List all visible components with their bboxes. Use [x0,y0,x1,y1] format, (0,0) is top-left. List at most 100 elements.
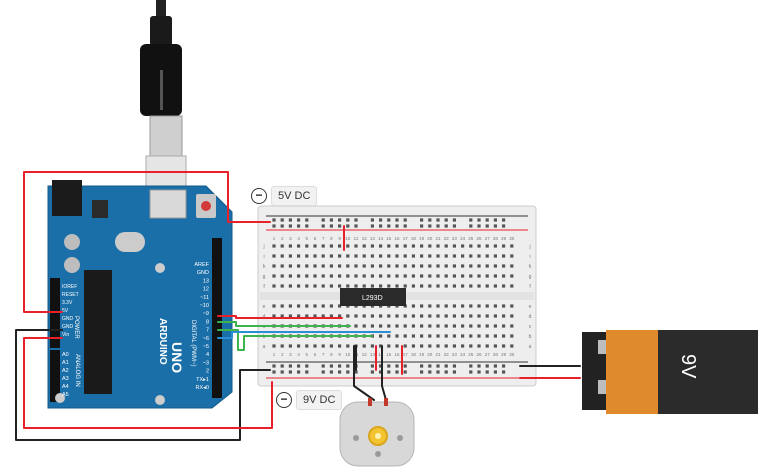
breadboard-hole[interactable] [362,244,366,248]
breadboard-hole[interactable] [502,304,506,308]
rail-hole[interactable] [502,224,506,228]
breadboard-hole[interactable] [379,324,383,328]
rail-hole[interactable] [370,370,374,374]
breadboard-hole[interactable] [403,254,407,258]
rail-hole[interactable] [321,364,325,368]
wire-pin6-blue[interactable] [217,331,391,339]
rail-hole[interactable] [452,364,456,368]
breadboard-hole[interactable] [469,274,473,278]
breadboard-hole[interactable] [452,264,456,268]
breadboard-hole[interactable] [420,304,424,308]
rail-hole[interactable] [346,218,350,222]
rail-hole[interactable] [452,224,456,228]
rail-hole[interactable] [305,224,309,228]
breadboard-hole[interactable] [452,274,456,278]
breadboard-hole[interactable] [403,264,407,268]
rail-hole[interactable] [403,218,407,222]
rail-hole[interactable] [305,218,309,222]
rail-hole[interactable] [280,224,284,228]
rail-hole[interactable] [395,364,399,368]
breadboard-hole[interactable] [493,304,497,308]
rail-hole[interactable] [329,364,333,368]
breadboard-hole[interactable] [444,254,448,258]
breadboard-hole[interactable] [444,324,448,328]
breadboard-hole[interactable] [411,244,415,248]
rail-hole[interactable] [428,370,432,374]
breadboard-hole[interactable] [346,344,350,348]
breadboard-hole[interactable] [477,274,481,278]
rail-hole[interactable] [469,364,473,368]
breadboard-hole[interactable] [502,344,506,348]
breadboard-hole[interactable] [280,304,284,308]
rail-hole[interactable] [493,218,497,222]
rail-hole[interactable] [280,364,284,368]
rail-hole[interactable] [436,218,440,222]
tooltip-5v[interactable]: − 5V DC [251,186,318,206]
breadboard-hole[interactable] [305,274,309,278]
rail-hole[interactable] [502,364,506,368]
breadboard-hole[interactable] [502,254,506,258]
breadboard-hole[interactable] [272,254,276,258]
rail-hole[interactable] [305,364,309,368]
breadboard-hole[interactable] [321,264,325,268]
rail-hole[interactable] [354,370,358,374]
breadboard-hole[interactable] [387,254,391,258]
breadboard-hole[interactable] [272,274,276,278]
rail-hole[interactable] [297,218,301,222]
breadboard-hole[interactable] [346,254,350,258]
breadboard-hole[interactable] [436,324,440,328]
rail-hole[interactable] [288,370,292,374]
breadboard-hole[interactable] [411,284,415,288]
rail-hole[interactable] [403,364,407,368]
breadboard-hole[interactable] [461,334,465,338]
breadboard-hole[interactable] [436,254,440,258]
breadboard-hole[interactable] [379,244,383,248]
breadboard-hole[interactable] [354,244,358,248]
breadboard-hole[interactable] [321,254,325,258]
breadboard-hole[interactable] [297,304,301,308]
breadboard-hole[interactable] [461,344,465,348]
breadboard-hole[interactable] [493,284,497,288]
breadboard-hole[interactable] [297,314,301,318]
breadboard-hole[interactable] [502,274,506,278]
rail-hole[interactable] [387,370,391,374]
rail-hole[interactable] [444,218,448,222]
rail-hole[interactable] [346,370,350,374]
breadboard-hole[interactable] [428,264,432,268]
breadboard-hole[interactable] [403,284,407,288]
breadboard-hole[interactable] [452,324,456,328]
breadboard-hole[interactable] [420,284,424,288]
rail-hole[interactable] [420,370,424,374]
breadboard-hole[interactable] [395,274,399,278]
rail-hole[interactable] [354,218,358,222]
breadboard-hole[interactable] [297,254,301,258]
breadboard-hole[interactable] [502,284,506,288]
breadboard-hole[interactable] [411,274,415,278]
breadboard-hole[interactable] [354,284,358,288]
breadboard-hole[interactable] [452,284,456,288]
wire-pin9-red[interactable] [217,315,343,319]
breadboard-hole[interactable] [329,254,333,258]
breadboard-hole[interactable] [379,344,383,348]
breadboard-hole[interactable] [510,314,514,318]
rail-hole[interactable] [280,218,284,222]
breadboard-hole[interactable] [370,314,374,318]
breadboard-hole[interactable] [313,264,317,268]
breadboard-hole[interactable] [469,334,473,338]
breadboard-hole[interactable] [477,344,481,348]
breadboard-hole[interactable] [461,264,465,268]
breadboard-hole[interactable] [313,344,317,348]
breadboard-hole[interactable] [321,274,325,278]
breadboard-hole[interactable] [452,254,456,258]
breadboard-hole[interactable] [297,284,301,288]
breadboard-hole[interactable] [354,254,358,258]
breadboard-hole[interactable] [288,284,292,288]
breadboard-hole[interactable] [428,314,432,318]
breadboard-hole[interactable] [362,324,366,328]
breadboard-hole[interactable] [288,244,292,248]
breadboard-hole[interactable] [297,344,301,348]
breadboard-hole[interactable] [338,304,342,308]
breadboard-hole[interactable] [411,344,415,348]
breadboard-hole[interactable] [485,284,489,288]
rail-hole[interactable] [403,370,407,374]
